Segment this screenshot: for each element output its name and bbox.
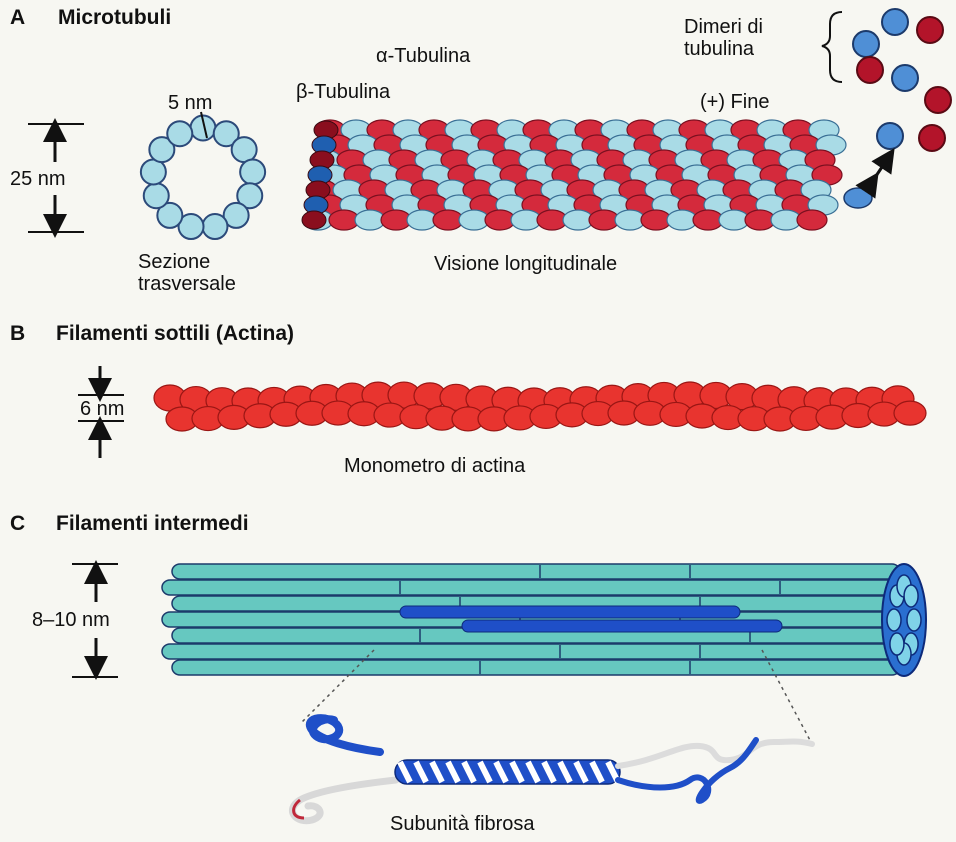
end-cap-subunit — [886, 608, 902, 632]
actin-monomer — [893, 400, 927, 426]
microtubule-diameter-label: 25 nm — [10, 168, 66, 190]
coil-stripe — [589, 760, 605, 784]
head-domain-white — [289, 776, 400, 825]
microtubule-longitudinal-view — [301, 119, 873, 231]
if-diameter-label: 8–10 nm — [32, 609, 110, 631]
coil-stripe — [557, 760, 573, 784]
intermediate-filament — [161, 563, 927, 677]
ring-subunit — [142, 182, 170, 210]
alpha-tubulin-subunit — [856, 56, 884, 84]
alpha-tubulin-subunit — [916, 16, 944, 44]
ring-subunit — [239, 158, 267, 186]
coil-stripe — [429, 760, 445, 784]
tubulin-dimer — [852, 30, 884, 84]
actin-monomer-label: Monometro di actina — [344, 455, 526, 477]
alpha-tubulin-subunit — [918, 124, 946, 152]
ring-subunit — [148, 136, 176, 164]
section-b-letter: B — [10, 322, 25, 345]
ring-subunit — [222, 201, 250, 229]
ring-size-label: 5 nm — [168, 92, 212, 114]
section-a: A Microtubuli 5 nm 25 nm Sezione trasver… — [10, 6, 952, 295]
tubulin-dimer — [891, 64, 952, 114]
section-c-letter: C — [10, 512, 25, 535]
beta-tubulin-subunit — [843, 187, 873, 209]
end-cap-subunit — [903, 584, 919, 608]
section-c: C Filamenti intermedi 8–10 nm Subunità f… — [10, 512, 927, 835]
ring-size-pointer — [200, 111, 208, 139]
cross-section-label-line2: trasversale — [138, 273, 236, 295]
coil-stripe — [477, 760, 493, 784]
coil-stripe — [397, 760, 413, 784]
microtubule-end-subunit — [301, 210, 327, 230]
dimer-exchange-arrow — [855, 148, 895, 199]
protofilament-rod — [161, 579, 901, 596]
highlighted-subunit — [399, 605, 741, 619]
section-a-title: Microtubuli — [58, 6, 171, 29]
head-domain-blue — [306, 714, 384, 756]
ring-subunit — [212, 120, 240, 148]
ring-subunit — [236, 182, 264, 210]
ring-subunit — [230, 136, 258, 164]
coil-stripe — [461, 760, 477, 784]
actin-diameter-label: 6 nm — [80, 398, 124, 420]
tail-domain-white — [615, 738, 815, 769]
section-b-title: Filamenti sottili (Actina) — [56, 322, 294, 345]
tail-domain-blue — [615, 737, 759, 804]
beta-tubulin-subunit — [891, 64, 919, 92]
ring-subunit — [166, 120, 194, 148]
coil-stripe — [525, 760, 541, 784]
beta-tubulin-subunit — [881, 8, 909, 36]
ring-subunit — [177, 213, 205, 241]
beta-tubulin-label: β-Tubulina — [296, 81, 391, 103]
section-a-letter: A — [10, 6, 25, 29]
protofilament-rod — [171, 659, 901, 676]
tubulin-dimer — [881, 8, 944, 44]
longitudinal-view-label: Visione longitudinale — [434, 253, 617, 275]
protofilament-rod — [161, 643, 901, 660]
section-b: B Filamenti sottili (Actina) 6 nm Monome… — [10, 322, 927, 477]
beta-tubulin-subunit — [876, 122, 904, 150]
end-cap-subunit — [889, 632, 905, 656]
plus-end-label: (+) Fine — [700, 91, 769, 113]
head-domain-red-accent — [292, 798, 305, 820]
beta-tubulin-subunit — [852, 30, 880, 58]
cross-section-label-line1: Sezione — [138, 251, 210, 273]
dimers-label-line2: tubulina — [684, 38, 755, 60]
coil-stripe — [493, 760, 509, 784]
fibrous-subunit — [289, 714, 815, 825]
alpha-tubulin-subunit — [796, 209, 828, 231]
dimers-bracket — [821, 11, 843, 83]
coil-stripe — [573, 760, 589, 784]
coil-stripe — [509, 760, 525, 784]
coil-stripe — [445, 760, 461, 784]
tubulin-dimer — [876, 122, 946, 152]
section-c-title: Filamenti intermedi — [56, 512, 249, 535]
ring-subunit — [201, 213, 229, 241]
actin-filament — [153, 381, 927, 432]
coil-stripe — [541, 760, 557, 784]
ring-subunit — [139, 158, 167, 186]
ring-subunit — [156, 201, 184, 229]
protofilament-rod — [171, 563, 901, 580]
tubulin-dimers — [852, 8, 952, 152]
microtubule-cross-section-ring — [139, 114, 267, 241]
end-cap-subunit — [906, 608, 922, 632]
dimers-label-line1: Dimeri di — [684, 16, 763, 38]
highlighted-subunit — [461, 619, 783, 633]
alpha-tubulin-label: α-Tubulina — [376, 45, 471, 67]
fibrous-subunit-label: Subunità fibrosa — [390, 813, 535, 835]
coil-stripe — [413, 760, 429, 784]
alpha-tubulin-subunit — [924, 86, 952, 114]
